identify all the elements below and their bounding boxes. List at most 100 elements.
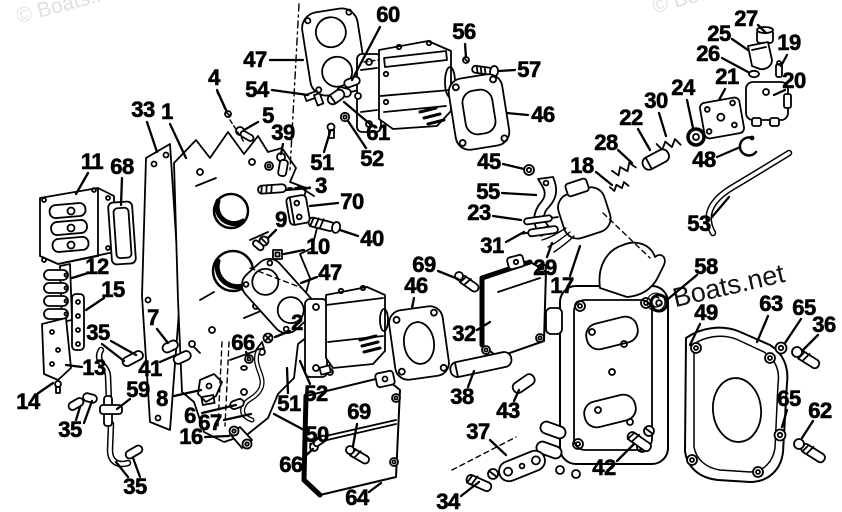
- leader-35: [74, 405, 82, 422]
- leader-15: [84, 296, 106, 312]
- leader-36: [801, 333, 820, 352]
- leader-47: [299, 275, 319, 285]
- leader-57: [497, 68, 517, 73]
- pin-43: [511, 373, 536, 394]
- leader-26: [720, 56, 750, 74]
- leader-46: [505, 111, 530, 117]
- hose-53: [705, 149, 793, 237]
- leader-2: [273, 329, 292, 339]
- leader-5: [242, 120, 260, 132]
- leader-49: [688, 322, 702, 347]
- leader-40: [338, 228, 360, 238]
- leader-33: [145, 120, 159, 154]
- leader-32: [475, 320, 492, 332]
- leader-7: [155, 327, 170, 345]
- reed-block-housing: [39, 187, 115, 265]
- leader-27: [756, 23, 768, 35]
- bolt-14: [54, 380, 62, 394]
- bolt-36: [791, 346, 821, 370]
- leader-61: [342, 100, 372, 126]
- bolt-62: [793, 438, 826, 464]
- reed-valves: [43, 263, 73, 323]
- leader-43: [512, 388, 521, 403]
- leader-41: [158, 353, 178, 364]
- leader-18: [594, 170, 614, 187]
- leader-64: [367, 481, 383, 494]
- gasket-47-lower: [241, 257, 315, 335]
- leader-21: [717, 87, 727, 102]
- choke-plunger-61: [326, 88, 346, 106]
- bolt-51-upper: [326, 122, 336, 139]
- leader-52: [298, 359, 312, 386]
- leader-59: [115, 397, 132, 411]
- leader-17: [568, 244, 582, 278]
- leader-28: [616, 148, 634, 165]
- leader-35: [114, 460, 130, 479]
- leader-51: [322, 130, 332, 154]
- jet-2: [255, 332, 274, 351]
- leader-66: [300, 447, 315, 461]
- clip-54: [303, 90, 325, 107]
- leader-60: [350, 25, 382, 82]
- gasket-46-lower: [388, 305, 450, 381]
- fuel-hose-assembly: [67, 339, 201, 468]
- plate-13: [41, 317, 72, 381]
- leader-58: [666, 273, 699, 301]
- leader-14: [35, 381, 55, 396]
- leader-51: [285, 366, 290, 395]
- leader-65: [783, 317, 803, 345]
- leader-69: [351, 422, 359, 448]
- bracket-8: [197, 373, 223, 406]
- leader-45: [501, 162, 526, 171]
- leader-24: [685, 98, 695, 130]
- nut-45: [523, 164, 535, 176]
- leader-6: [200, 403, 238, 415]
- leader-25: [730, 37, 750, 52]
- washer-65-lower: [773, 428, 787, 442]
- cover-63: [684, 326, 789, 483]
- leader-31: [504, 230, 526, 244]
- leader-20: [772, 88, 787, 97]
- reed-stop-strip: [71, 293, 85, 351]
- leader-30: [657, 111, 668, 138]
- leader-35: [100, 342, 126, 363]
- leader-48: [715, 146, 740, 159]
- cover-32: [479, 253, 547, 358]
- leader-9: [266, 228, 278, 240]
- leader-62: [800, 419, 815, 440]
- bolt-69-upper: [454, 271, 480, 293]
- leader-67: [222, 412, 253, 422]
- fitting-10: [272, 249, 283, 260]
- plate-70: [285, 194, 311, 226]
- leader-35: [131, 456, 142, 479]
- gasket-68: [107, 200, 137, 266]
- leader-65: [780, 408, 789, 429]
- leader-8: [172, 388, 203, 398]
- leader-68: [119, 176, 124, 207]
- leader-22: [636, 127, 652, 152]
- leader-38: [466, 369, 476, 389]
- leader-13: [64, 363, 84, 369]
- leader-19: [779, 53, 789, 68]
- leader-23: [491, 214, 523, 222]
- leader-42: [615, 442, 636, 463]
- leader-46: [410, 296, 416, 310]
- leader-63: [755, 314, 770, 344]
- choke-solenoid: [520, 176, 612, 253]
- fuel-pump-parts: [608, 26, 792, 192]
- leader-1: [168, 122, 188, 160]
- screw-57: [471, 64, 499, 78]
- washer-65-upper: [774, 341, 788, 355]
- gasket-47-upper: [301, 7, 367, 97]
- callout-leader-lines: [35, 23, 820, 498]
- leader-12: [70, 271, 90, 280]
- screw-4: [224, 110, 232, 118]
- leader-56: [463, 42, 468, 59]
- screw-9: [252, 235, 270, 252]
- bolt-69-lower: [345, 445, 370, 465]
- leader-70: [308, 201, 340, 208]
- leader-10: [282, 248, 306, 256]
- leader-29: [545, 241, 554, 259]
- leader-66: [244, 350, 251, 359]
